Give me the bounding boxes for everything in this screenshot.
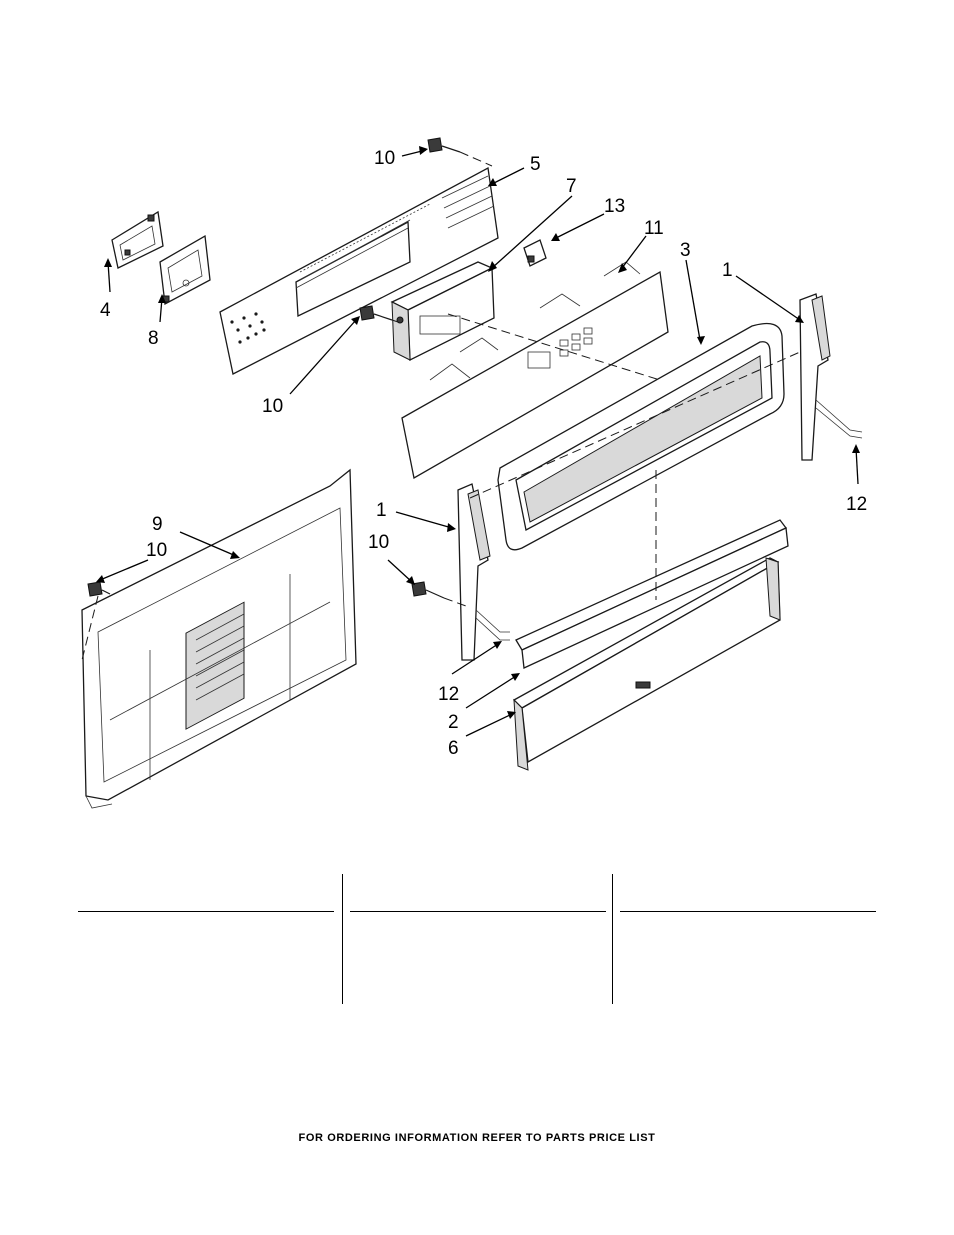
part-9-rear-panel xyxy=(81,468,357,809)
callout-1: 1 xyxy=(376,500,387,521)
table-column-rule xyxy=(620,911,876,912)
screw-icon xyxy=(411,581,445,599)
part-6-lower-bracket xyxy=(512,557,781,771)
callout-10: 10 xyxy=(368,532,389,553)
table-column-divider xyxy=(612,874,613,1004)
callout-5: 5 xyxy=(530,154,541,175)
screw-icon xyxy=(427,137,461,153)
callout-13: 13 xyxy=(604,196,625,217)
part-8-board-bracket xyxy=(159,234,211,306)
part-5-control-shield xyxy=(219,166,499,375)
callout-8: 8 xyxy=(148,328,159,349)
part-13-connector xyxy=(523,239,547,267)
part-3-console-frame xyxy=(497,322,785,551)
ordering-info-footer: FOR ORDERING INFORMATION REFER TO PARTS … xyxy=(298,1132,656,1144)
callout-10: 10 xyxy=(262,396,283,417)
table-column-rule xyxy=(350,911,606,912)
exploded-parts-diagram: 10 5 7 13 11 3 1 4 8 10 12 1 9 10 10 12 … xyxy=(81,137,867,809)
callout-4: 4 xyxy=(100,300,111,321)
part-7-control-module xyxy=(390,261,495,362)
callout-6: 6 xyxy=(448,738,459,759)
leader-arrows xyxy=(96,146,860,737)
parts-table xyxy=(78,874,878,1004)
callout-2: 2 xyxy=(448,712,459,733)
callout-12: 12 xyxy=(438,684,459,705)
callout-7: 7 xyxy=(566,176,577,197)
part-1-right-end-cap xyxy=(799,293,863,461)
callout-11: 11 xyxy=(644,218,664,239)
screw-icon xyxy=(87,581,111,597)
part-4-control-board xyxy=(111,210,164,269)
callout-3: 3 xyxy=(680,240,691,261)
table-column-rule xyxy=(78,911,334,912)
table-column-divider xyxy=(342,874,343,1004)
callout-10: 10 xyxy=(374,148,395,169)
callout-1: 1 xyxy=(722,260,733,281)
part-1-left-end-cap xyxy=(457,483,510,661)
callout-9: 9 xyxy=(152,514,163,535)
callout-12: 12 xyxy=(846,494,867,515)
part-2-trim-channel xyxy=(515,519,789,669)
part-11-console-backing xyxy=(401,261,669,480)
screw-icon xyxy=(359,305,393,321)
callout-10: 10 xyxy=(146,540,167,561)
